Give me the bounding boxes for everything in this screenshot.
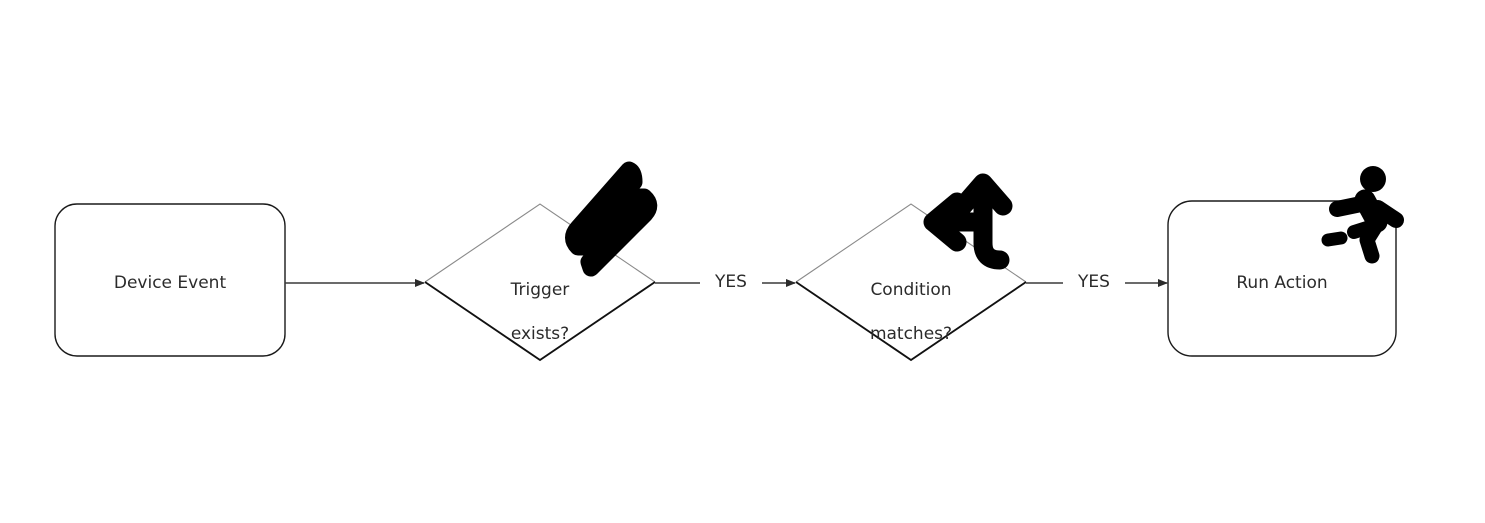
node-trigger-exists-shape-light[interactable] (424, 203, 656, 283)
node-condition-matches-shape-light[interactable] (795, 203, 1027, 283)
node-device-event-shape[interactable] (54, 203, 286, 357)
node-condition-matches-shape-dark[interactable] (795, 281, 1027, 362)
node-trigger-exists-shape-dark[interactable] (424, 281, 656, 362)
node-run-action-shape[interactable] (1167, 200, 1397, 357)
